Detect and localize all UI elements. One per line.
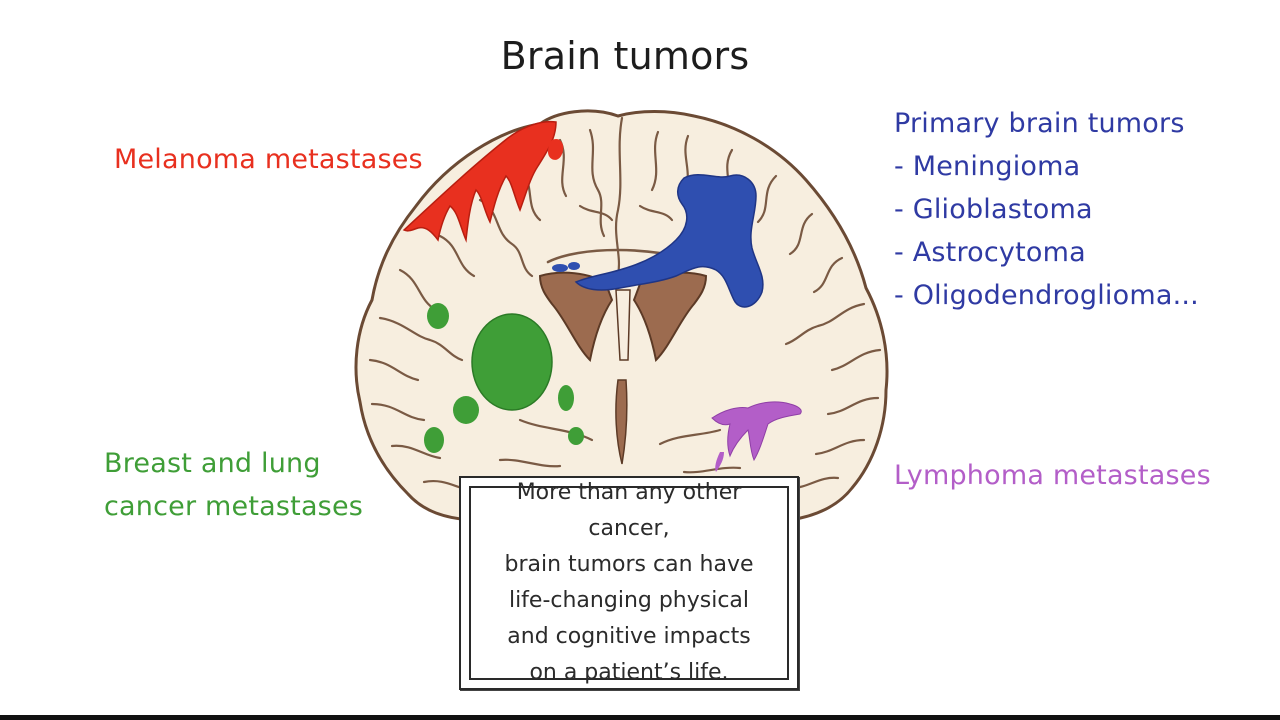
breast-lung-nodule <box>558 385 574 411</box>
callout-box: More than any other cancer, brain tumors… <box>459 476 799 690</box>
primary-tumors-heading: Primary brain tumors <box>894 108 1185 139</box>
primary-tumors-list: Primary brain tumors - Meningioma - Glio… <box>894 102 1199 317</box>
melanoma-region <box>402 120 557 243</box>
callout-text: More than any other cancer, brain tumors… <box>471 475 787 691</box>
breast-lung-nodule <box>453 396 479 424</box>
callout-line: on a patient’s life. <box>529 660 729 685</box>
primary-tumor-item: - Glioblastoma <box>894 194 1093 225</box>
third-ventricle <box>615 379 628 465</box>
primary-tumor-dot <box>568 262 580 270</box>
primary-tumor-item: - Astrocytoma <box>894 237 1086 268</box>
callout-inner-frame: More than any other cancer, brain tumors… <box>469 480 789 685</box>
breast-lung-nodule <box>424 427 444 453</box>
breast-lung-nodule <box>568 427 584 445</box>
brain-gyri <box>368 116 882 492</box>
breast-lung-label: Breast and lung cancer metastases <box>104 442 363 528</box>
primary-tumor-item: - Meningioma <box>894 151 1081 182</box>
left-ventricle <box>538 271 614 363</box>
breast-lung-label-line2: cancer metastases <box>104 491 364 522</box>
melanoma-nodule <box>548 138 564 160</box>
breast-lung-label-line1: Breast and lung <box>104 448 321 479</box>
primary-tumor-item: - Oligodendroglioma... <box>894 280 1199 311</box>
septum <box>615 289 631 361</box>
lymphoma-label: Lymphoma metastases <box>894 460 1211 491</box>
callout-line: brain tumors can have <box>504 552 754 577</box>
lymphoma-region <box>711 401 802 462</box>
melanoma-label: Melanoma metastases <box>114 144 423 175</box>
callout-line: life-changing physical <box>508 588 750 613</box>
callout-line: More than any other cancer, <box>516 480 742 541</box>
bottom-border <box>0 715 1280 720</box>
callout-line: and cognitive impacts <box>507 624 751 649</box>
breast-lung-nodule <box>427 303 449 329</box>
breast-lung-mass <box>471 313 553 411</box>
lymphoma-streak <box>715 452 724 472</box>
primary-tumor-region <box>574 174 764 308</box>
primary-tumor-dot <box>552 264 568 272</box>
diagram-title: Brain tumors <box>500 34 750 78</box>
